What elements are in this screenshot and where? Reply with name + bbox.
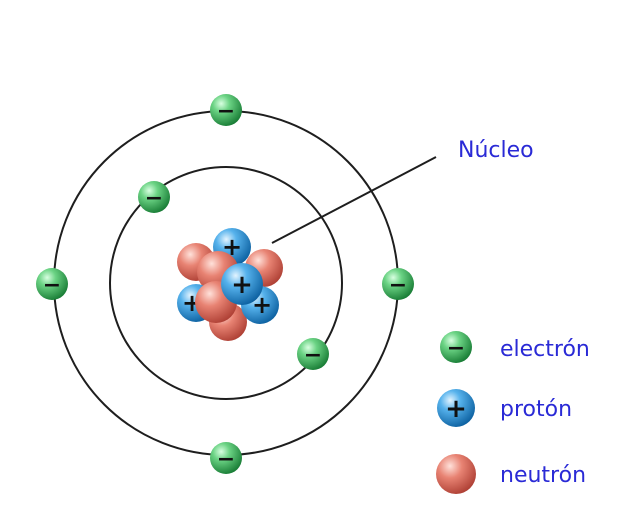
svg-text:−: − [447,336,465,361]
proton-icon [437,389,475,427]
electron: − [297,338,329,370]
svg-text:−: − [43,273,61,298]
electron: − [382,268,414,300]
electron: − [210,442,242,474]
legend-electron: − electrón [440,331,590,363]
legend-electron-label: electrón [500,337,590,362]
svg-text:−: − [304,343,322,368]
svg-text:−: − [389,273,407,298]
neutron-icon [436,454,476,494]
electron-icon [440,331,472,363]
svg-text:−: − [217,447,235,472]
svg-text:+: + [231,270,253,300]
legend-proton: + protón [437,389,572,427]
electron: − [36,268,68,300]
nucleus-label: Núcleo [458,138,534,163]
svg-text:−: − [145,186,163,211]
electron: − [210,94,242,126]
electron: − [138,181,170,213]
svg-text:−: − [217,99,235,124]
nucleus-callout-line [271,156,437,244]
legend-neutron-label: neutrón [500,463,586,488]
nucleus: + + + + [177,228,283,341]
legend-proton-label: protón [500,397,572,422]
legend-neutron: neutrón [436,454,586,494]
inner-orbit [109,166,343,400]
svg-text:+: + [445,394,467,424]
legend: − electrón + protón neutrón [436,331,590,494]
proton: + [221,263,263,305]
